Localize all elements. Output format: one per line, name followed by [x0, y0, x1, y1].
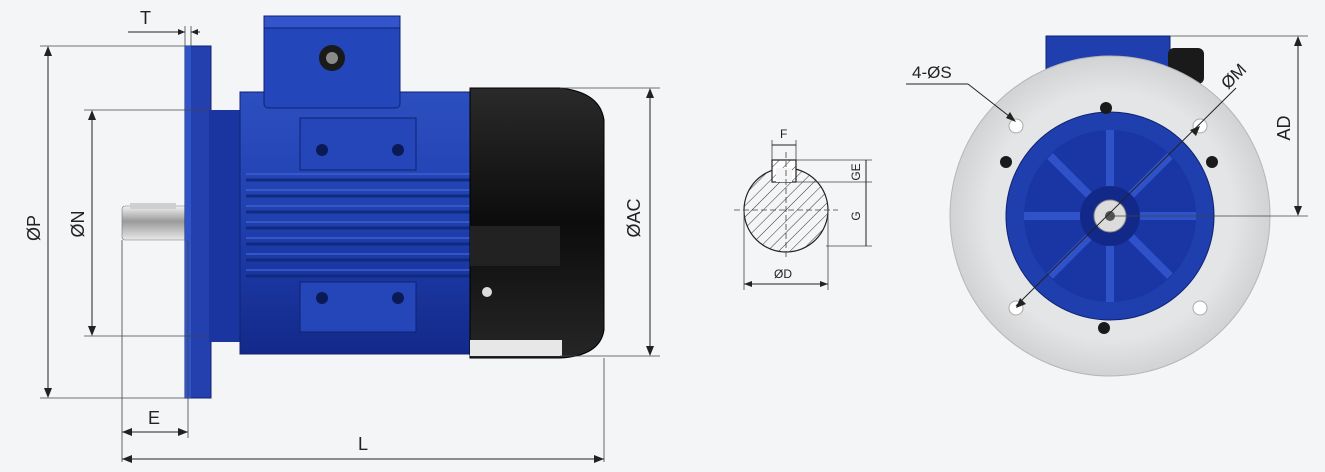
- dim-label-M: ØM: [1217, 60, 1250, 93]
- dim-label-E: E: [148, 408, 160, 428]
- motor-side-view: [121, 15, 605, 399]
- motor-shaft: [121, 205, 189, 241]
- dim-label-S: 4-ØS: [912, 63, 952, 82]
- cooling-fins: [246, 178, 470, 278]
- mounting-hole: [1192, 300, 1208, 316]
- dim-label-N: ØN: [68, 211, 88, 238]
- dim-label-GE: GE: [849, 163, 863, 180]
- dim-label-L: L: [358, 434, 368, 454]
- dim-label-G: G: [849, 211, 863, 220]
- side-dimensions: T ØP ØN E L ØAC: [24, 8, 660, 463]
- shaft-cross-section: F GE G ØD: [734, 127, 872, 290]
- motor-front-view: [949, 35, 1271, 377]
- mounting-hole: [1008, 118, 1024, 134]
- fan-cover: [469, 87, 605, 359]
- dim-label-F: F: [780, 127, 787, 141]
- dim-label-P: ØP: [24, 215, 44, 241]
- dim-label-AD: AD: [1274, 115, 1294, 140]
- dim-label-T: T: [140, 8, 151, 28]
- dim-label-AC: ØAC: [624, 198, 644, 237]
- dim-label-D: ØD: [774, 267, 792, 281]
